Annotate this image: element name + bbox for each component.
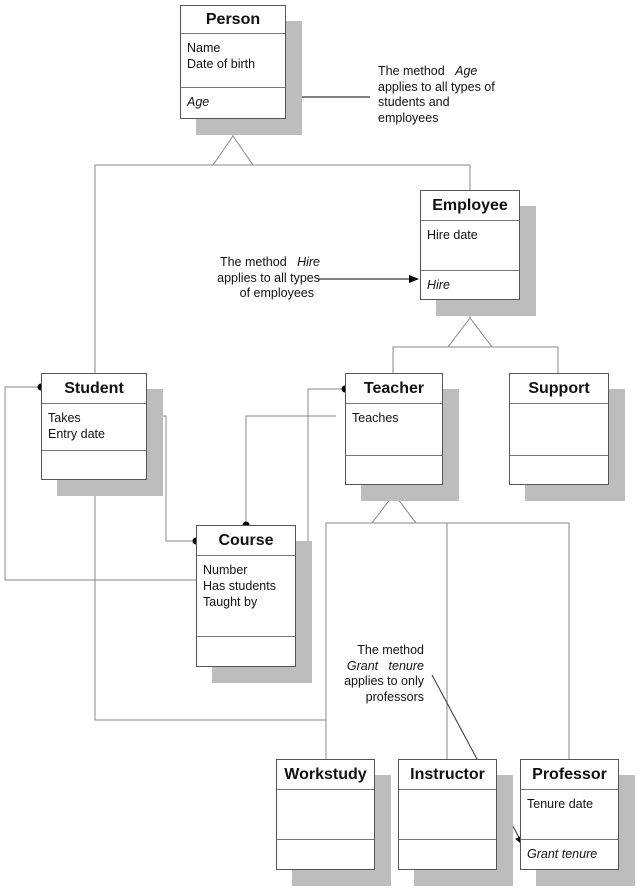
class-attributes: Hire date <box>421 221 519 271</box>
generalization-line <box>392 346 559 373</box>
class-name: Employee <box>421 191 519 221</box>
class-methods <box>399 840 496 846</box>
class-box: Employee Hire date Hire <box>420 190 520 300</box>
class-attributes: Teaches <box>346 404 442 456</box>
generalization-line <box>94 480 326 721</box>
class-box: Professor Tenure date Grant tenure <box>520 759 619 870</box>
class-attributes <box>277 790 374 840</box>
association-line <box>245 415 336 525</box>
note-method-name: Age <box>455 64 478 78</box>
class-name: Instructor <box>399 760 496 790</box>
class-name: Teacher <box>346 374 442 404</box>
method: Age <box>187 95 210 109</box>
class-methods <box>197 637 295 643</box>
class-attributes: Tenure date <box>521 790 618 840</box>
generalization-triangle-icon <box>370 493 418 524</box>
note-text: of employees <box>239 286 314 300</box>
class-box: Teacher Teaches <box>345 373 443 485</box>
note-hire: The method Hire applies to all types of … <box>200 255 320 302</box>
method: Hire <box>427 278 450 292</box>
attribute: Hire date <box>427 228 478 242</box>
class-box: Workstudy <box>276 759 375 870</box>
class-name: Course <box>197 526 295 556</box>
note-grant-tenure: The method Grant tenure applies to only … <box>336 643 424 705</box>
attribute: Teaches <box>352 411 399 425</box>
attribute: Tenure date <box>527 797 594 811</box>
class-methods: Grant tenure <box>521 840 618 862</box>
note-method-name: Grant tenure <box>346 658 424 673</box>
class-methods: Age <box>181 88 285 110</box>
generalization-line <box>94 164 471 373</box>
generalization-triangle-icon <box>446 317 494 348</box>
class-methods <box>510 456 608 462</box>
method: Grant tenure <box>527 847 598 861</box>
class-box: Instructor <box>398 759 497 870</box>
attribute: Name <box>187 41 221 55</box>
attribute: Taught by <box>203 595 258 609</box>
attribute: Entry date <box>48 427 105 441</box>
class-name: Workstudy <box>277 760 374 790</box>
class-methods <box>42 451 146 457</box>
class-box: Support <box>509 373 609 485</box>
note-age: The method Age applies to all types of s… <box>378 64 495 126</box>
note-text: students and <box>378 95 450 109</box>
generalization-triangle-icon <box>212 135 254 166</box>
note-text: applies to all types <box>217 270 320 285</box>
note-text: professors <box>365 689 424 704</box>
class-methods <box>277 840 374 846</box>
attribute: Number <box>203 563 248 577</box>
class-name: Professor <box>521 760 618 790</box>
association-line <box>4 386 196 581</box>
attribute: Takes <box>48 411 81 425</box>
note-text: The method <box>357 643 424 657</box>
class-attributes <box>510 404 608 456</box>
note-text: applies to all types of <box>378 79 495 94</box>
class-name: Support <box>510 374 608 404</box>
class-methods <box>346 456 442 462</box>
class-attributes <box>399 790 496 840</box>
note-text: The method <box>378 64 445 78</box>
note-method-name: Hire <box>297 255 320 269</box>
class-methods: Hire <box>421 271 519 293</box>
class-name: Student <box>42 374 146 404</box>
note-text: employees <box>378 110 439 125</box>
note-text: applies to only <box>344 674 424 688</box>
attribute: Date of birth <box>187 57 256 71</box>
attribute: Has students <box>203 579 276 593</box>
class-name: Person <box>181 6 285 34</box>
note-text: The method <box>219 255 287 269</box>
